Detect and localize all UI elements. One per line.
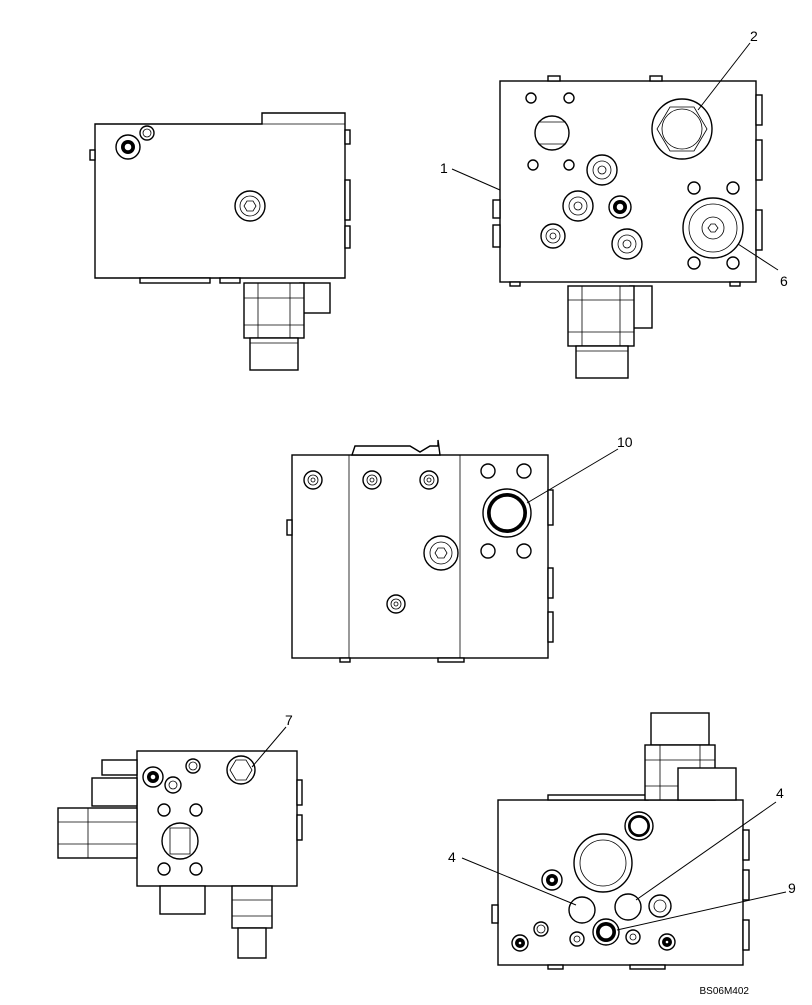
leader-9	[616, 891, 787, 931]
view-top-right	[492, 75, 763, 379]
callout-1: 1	[440, 160, 448, 176]
view-bottom-left	[57, 750, 303, 959]
leader-1	[451, 168, 501, 191]
callout-4-left: 4	[448, 849, 456, 865]
view-bottom-right	[491, 712, 750, 970]
leader-4a	[461, 857, 577, 906]
view-middle	[286, 439, 554, 663]
callout-4-right: 4	[776, 785, 784, 801]
leader-lines	[251, 42, 787, 931]
callout-6: 6	[780, 273, 788, 289]
callout-2: 2	[750, 28, 758, 44]
drawing-code: BS06M402	[700, 986, 750, 997]
view-top-left	[89, 112, 351, 371]
leader-10	[526, 448, 619, 504]
leader-7	[251, 726, 287, 768]
callout-10: 10	[617, 434, 633, 450]
leader-2	[697, 42, 751, 111]
leader-6	[737, 243, 779, 271]
callout-9: 9	[788, 880, 796, 896]
callout-7: 7	[285, 712, 293, 728]
leader-4b	[635, 801, 777, 901]
callouts: 1 2 6 10 7 4 4 9	[285, 28, 796, 896]
